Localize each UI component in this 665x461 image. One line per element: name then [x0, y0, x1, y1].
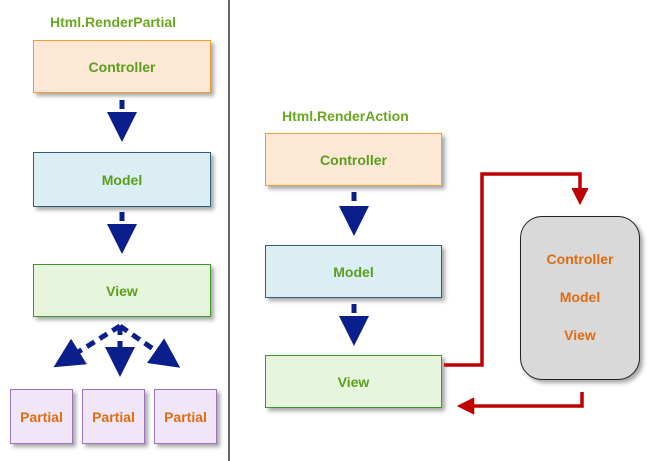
arrow-view-to-partial-3 [118, 323, 181, 368]
child-action-box: Controller Model View [520, 216, 640, 380]
right-controller-box: Controller [265, 133, 442, 186]
partial-box-3: Partial [154, 389, 217, 444]
render-partial-title: Html.RenderPartial [50, 14, 177, 30]
arrow-view-to-child-action [444, 172, 589, 367]
arrow-child-action-to-view [456, 392, 584, 415]
partial-box-1: Partial [10, 389, 73, 444]
left-view-box: View [33, 264, 211, 317]
right-model-box: Model [265, 245, 442, 298]
left-model-box: Model [33, 152, 211, 207]
right-view-box: View [265, 355, 442, 408]
left-controller-box: Controller [33, 40, 211, 93]
partial-box-2: Partial [82, 389, 145, 444]
child-model-label: Model [559, 289, 601, 305]
arrow-view-to-partial-1 [53, 323, 122, 368]
child-controller-label: Controller [546, 251, 614, 267]
render-action-title: Html.RenderAction [282, 108, 409, 124]
divider-line [228, 0, 230, 461]
child-view-label: View [564, 327, 596, 343]
